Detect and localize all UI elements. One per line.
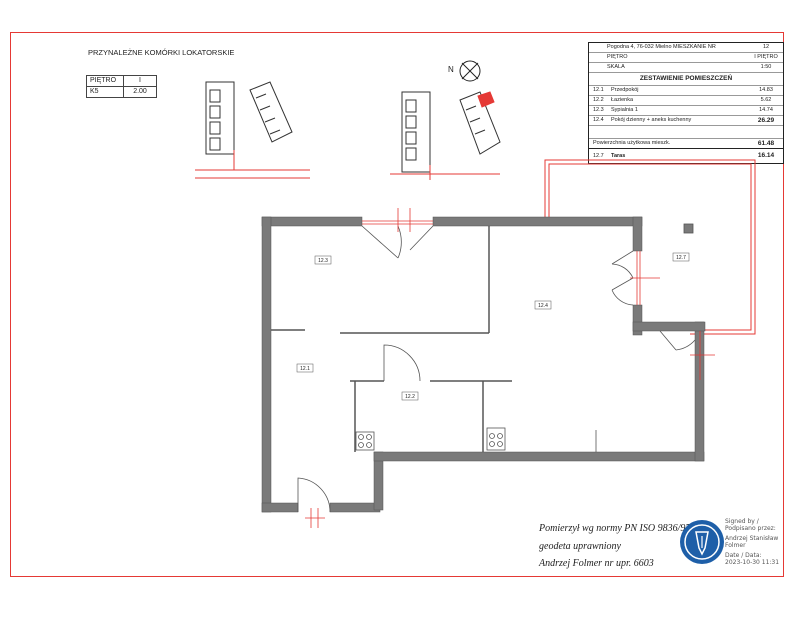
storage-table: PIĘTRO I K5 2.00 — [86, 75, 157, 98]
interior-walls — [271, 226, 512, 452]
usable-area-value: 61.48 — [757, 140, 775, 147]
room-number: 12.3 — [593, 107, 604, 113]
signature-block: Signed by / Podpisano przez: Andrzej Sta… — [725, 518, 785, 566]
compass-north-label: N — [448, 65, 454, 74]
terrace-number: 12.7 — [593, 153, 604, 159]
site-plan-left — [195, 81, 310, 179]
address-label: Pogodna 4, 76-032 Mielno MIESZKANIE NR — [607, 44, 716, 50]
signer-name-1: Andrzej Stanisław — [725, 535, 779, 542]
signer-name-2: Folmer — [725, 542, 746, 549]
scale-value: 1:50 — [760, 64, 772, 70]
compass: N — [448, 60, 481, 82]
room-label-12-2: 12.2 — [405, 394, 415, 400]
site-plan-right — [390, 91, 501, 180]
room-area: 14.83 — [759, 87, 773, 93]
address-row: Pogodna 4, 76-032 Mielno MIESZKANIE NR 1… — [589, 43, 783, 53]
room-name: Przedpokój — [611, 87, 639, 93]
signature-date-label: Date / Data: — [725, 552, 762, 559]
surveyor-line-1: Pomierzył wg normy PN ISO 9836/97 — [539, 523, 691, 534]
usable-area-row: Powierzchnia użytkowa mieszk. 61.48 — [589, 139, 783, 149]
kitchen-fixtures — [355, 223, 694, 452]
room-name: Sypialnia 1 — [611, 107, 638, 113]
terrace-area: 16.14 — [757, 152, 775, 159]
spacer-row — [589, 126, 783, 139]
floor-row: PIĘTRO I PIĘTRO — [589, 53, 783, 63]
room-row: 12.1 Przedpokój 14.83 — [589, 86, 783, 96]
signature-date-value: 2023-10-30 11:31 — [725, 559, 780, 566]
room-label-12-3: 12.3 — [318, 258, 328, 264]
storage-row: PIĘTRO I — [86, 75, 157, 87]
room-number: 12.1 — [593, 87, 604, 93]
terrace-row: 12.7 Taras 16.14 — [589, 149, 783, 163]
usable-area-label: Powierzchnia użytkowa mieszk. — [593, 140, 671, 146]
surveyor-line-2: geodeta uprawniony — [539, 541, 621, 552]
terrace-outline — [544, 159, 756, 335]
room-row: 12.2 Łazienka 5.62 — [589, 96, 783, 106]
rooms-heading: ZESTAWIENIE POMIESZCZEŃ — [589, 73, 783, 86]
room-area: 26.29 — [757, 117, 775, 124]
door-markers — [305, 208, 715, 528]
room-label-12-7: 12.7 — [676, 255, 686, 261]
site-plan-keymaps — [195, 81, 501, 180]
surveyor-line-3: Andrzej Folmer nr upr. 6603 — [539, 558, 654, 569]
terrace-label: Taras — [611, 153, 626, 159]
apartment-number: 12 — [762, 44, 770, 50]
signed-by-label-pl: Podpisano przez: — [725, 525, 776, 532]
page-title: PRZYNALEŻNE KOMÓRKI LOKATORSKIE — [88, 48, 235, 57]
exterior-walls — [261, 216, 706, 513]
scale-label: SKALA — [607, 64, 625, 70]
room-row: 12.4 Pokój dzienny + aneks kuchenny 26.2… — [589, 116, 783, 126]
doors — [297, 225, 696, 513]
floor-value: I PIĘTRO — [754, 54, 778, 60]
room-number: 12.4 — [593, 117, 604, 123]
room-number: 12.2 — [593, 97, 604, 103]
scale-row: SKALA 1:50 — [589, 63, 783, 73]
room-label-12-1: 12.1 — [300, 366, 310, 372]
floor-label: PIĘTRO — [607, 54, 628, 60]
room-label-12-4: 12.4 — [538, 303, 548, 309]
compass-icon — [459, 60, 481, 82]
room-area: 5.62 — [760, 97, 772, 103]
drawing-frame — [10, 32, 784, 577]
room-name: Pokój dzienny + aneks kuchenny — [611, 117, 692, 123]
room-labels: 12.3 12.4 12.1 12.2 12.7 — [296, 252, 690, 401]
room-row: 12.3 Sypialnia 1 14.74 — [589, 106, 783, 116]
storage-row: K5 2.00 — [86, 86, 157, 98]
storage-value: 2.00 — [123, 86, 157, 98]
signed-by-label: Signed by / — [725, 518, 759, 525]
room-name: Łazienka — [611, 97, 634, 103]
signature-stamp-icon — [680, 520, 724, 564]
room-area: 14.74 — [759, 107, 773, 113]
